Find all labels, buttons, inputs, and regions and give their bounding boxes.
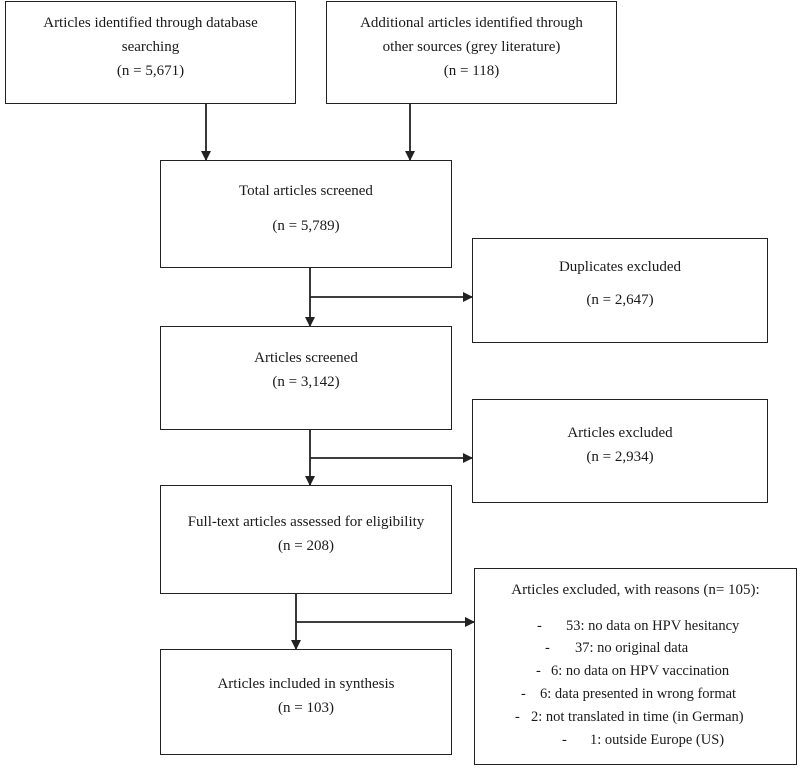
reason-dash: - [536,663,541,679]
box-label: searching [121,39,180,55]
included-synthesis-box: Articles included in synthesis (n = 103) [160,649,452,755]
reason-dash: - [562,732,567,748]
box-count: (n = 103) [278,700,334,716]
database-search-box: Articles identified through database sea… [5,1,296,104]
reason-text: 6: data presented in wrong format [540,686,737,702]
box-label: Total articles screened [239,183,373,199]
box-count: (n = 208) [278,538,334,554]
box-count: (n = 5,671) [116,63,185,79]
box-label: Duplicates excluded [558,259,682,275]
reason-text: 2: not translated in time (in German) [531,709,744,725]
exclusion-reasons-box: Articles excluded, with reasons (n= 105)… [474,568,797,765]
box-count: (n = 118) [443,63,500,79]
box-label: Articles identified through database [43,15,258,31]
reason-dash: - [545,640,550,656]
box-label: Additional articles identified through [360,15,583,31]
box-count: (n = 5,789) [272,218,340,234]
reasons-title: Articles excluded, with reasons (n= 105)… [511,582,760,598]
duplicates-excluded-box: Duplicates excluded (n = 2,647) [472,238,768,343]
box-label: Articles included in synthesis [217,676,395,692]
box-count: (n = 3,142) [272,374,340,390]
reason-text: 6: no data on HPV vaccination [551,663,730,679]
total-screened-box: Total articles screened (n = 5,789) [160,160,452,268]
reason-dash: - [515,709,520,725]
box-label: Full-text articles assessed for eligibil… [187,514,425,530]
reason-text: 53: no data on HPV hesitancy [566,618,740,634]
additional-sources-box: Additional articles identified through o… [326,1,617,104]
articles-excluded-box: Articles excluded (n = 2,934) [472,399,768,503]
box-count: (n = 2,934) [586,449,654,465]
reason-dash: - [537,618,542,634]
fulltext-assessed-box: Full-text articles assessed for eligibil… [160,485,452,594]
box-label: other sources (grey literature) [382,39,561,55]
box-count: (n = 2,647) [586,292,654,308]
reason-text: 1: outside Europe (US) [590,732,725,748]
reason-text: 37: no original data [575,640,689,656]
box-label: Articles screened [254,350,358,366]
reason-dash: - [521,686,526,702]
box-label: Articles excluded [567,425,673,441]
articles-screened-box: Articles screened (n = 3,142) [160,326,452,430]
